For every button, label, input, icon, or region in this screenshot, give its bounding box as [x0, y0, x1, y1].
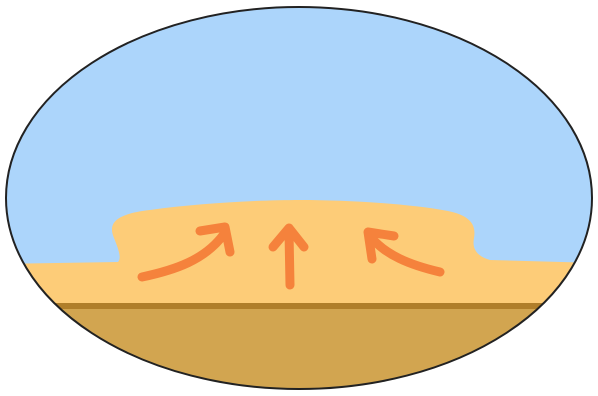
arrow-center-up-icon	[289, 232, 290, 285]
ground-edge-line	[0, 303, 598, 309]
soil-region	[0, 309, 598, 396]
